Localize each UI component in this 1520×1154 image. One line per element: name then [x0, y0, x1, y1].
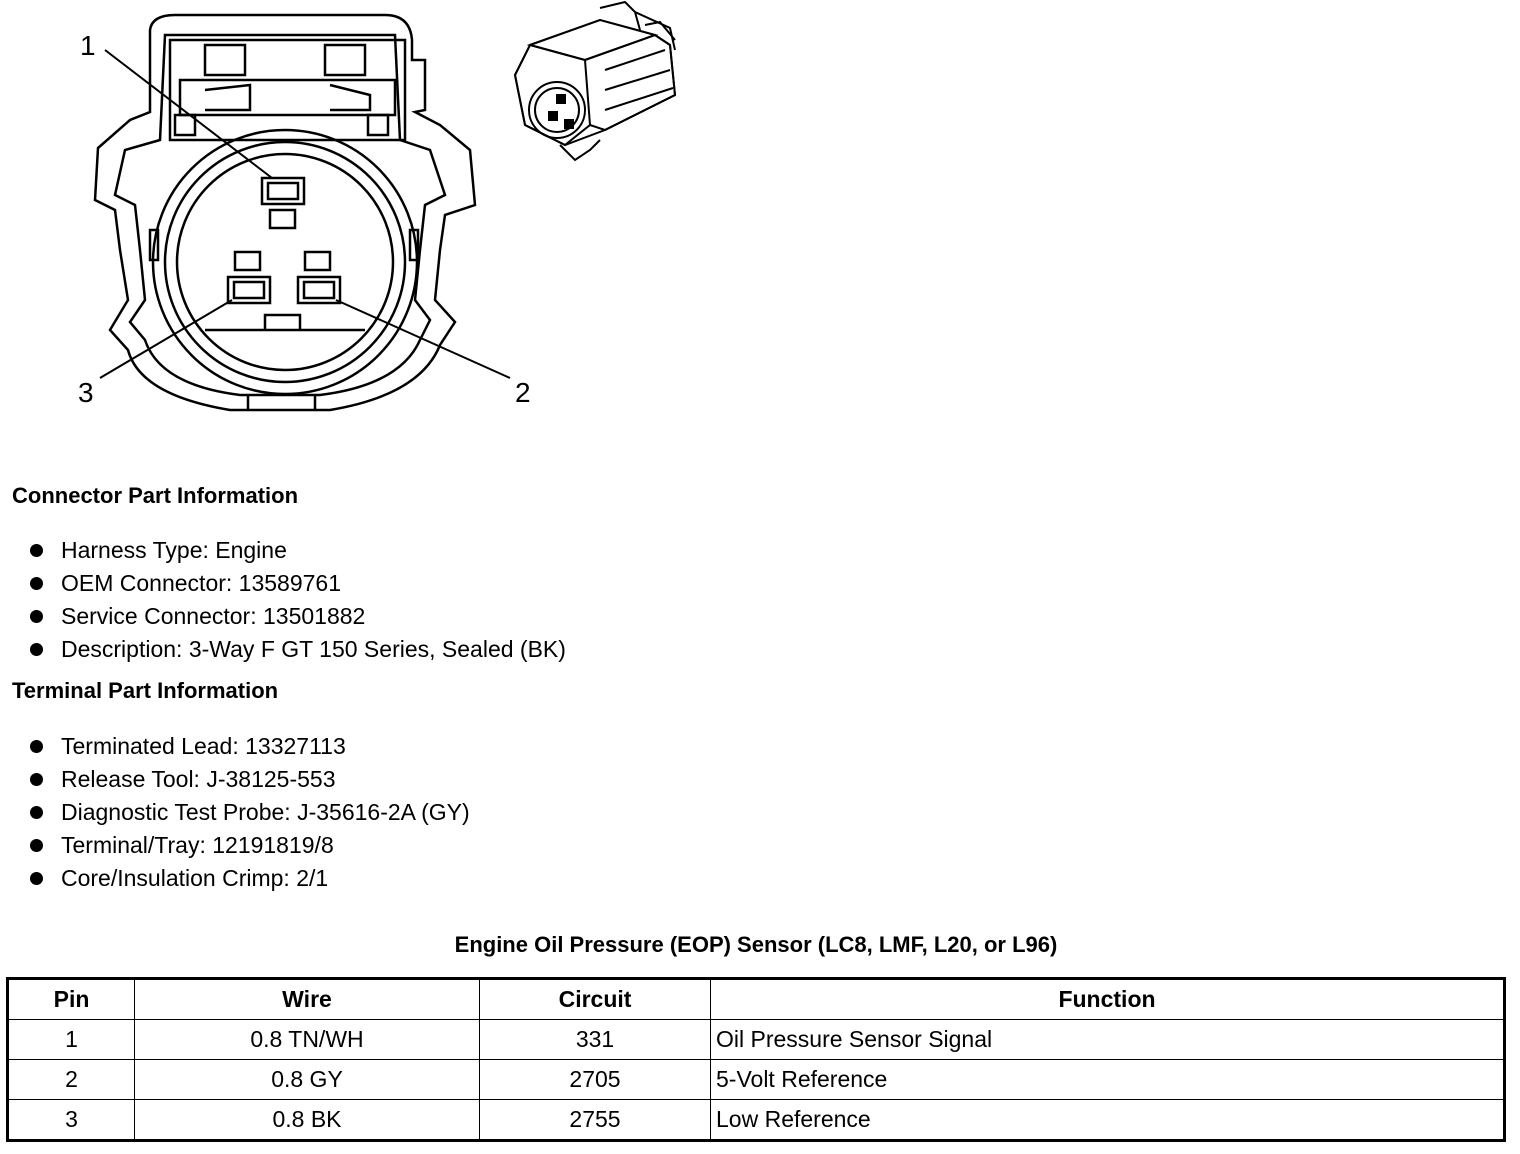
seal-ring-inner [163, 140, 407, 384]
bottom-tab [246, 395, 317, 410]
bullet-icon [30, 544, 43, 557]
latch-frame [168, 38, 407, 142]
iso-front [513, 43, 592, 147]
connector-info-list: Harness Type: Engine OEM Connector: 1358… [30, 534, 566, 666]
iso-lock-tab [559, 139, 601, 162]
side-clip-right [408, 228, 420, 262]
cell-circuit: 331 [479, 1019, 711, 1060]
list-item: Terminal/Tray: 12191819/8 [30, 829, 470, 862]
latch-tab-left [203, 43, 247, 77]
iso-face-inner [534, 87, 580, 133]
header-wire: Wire [134, 978, 480, 1020]
pin-table-title: Engine Oil Pressure (EOP) Sensor (LC8, L… [454, 932, 1058, 957]
list-item-text: Service Connector: 13501882 [61, 603, 366, 629]
list-item: Service Connector: 13501882 [30, 600, 566, 633]
seal-ring-outer [151, 128, 419, 396]
iso-pin-3 [564, 119, 574, 129]
callout-pin-2: 2 [515, 377, 531, 408]
cell-wire: 0.8 GY [134, 1059, 480, 1100]
cell-pin: 3 [7, 1099, 135, 1141]
bullet-icon [30, 773, 43, 786]
list-item: Description: 3-Way F GT 150 Series, Seal… [30, 633, 566, 666]
iso-ribs [604, 49, 674, 111]
latch-tab-right [323, 43, 367, 77]
list-item: Core/Insulation Crimp: 2/1 [30, 862, 470, 895]
bullet-icon [30, 806, 43, 819]
connector-inner-housing [113, 33, 447, 397]
cell-wire: 0.8 TN/WH [134, 1019, 480, 1060]
pin-1-lock [268, 208, 297, 230]
connector-outer-housing [93, 13, 477, 412]
side-clip-left [148, 228, 160, 262]
bullet-icon [30, 740, 43, 753]
list-item: Diagnostic Test Probe: J-35616-2A (GY) [30, 796, 470, 829]
cell-pin: 2 [7, 1059, 135, 1100]
table-header-row: Pin Wire Circuit Function [7, 978, 1505, 1020]
list-item: Terminated Lead: 13327113 [30, 730, 470, 763]
list-item-text: Diagnostic Test Probe: J-35616-2A (GY) [61, 799, 470, 825]
cell-wire: 0.8 BK [134, 1099, 480, 1141]
iso-face-ring [528, 81, 586, 139]
list-item-text: Terminated Lead: 13327113 [61, 733, 346, 759]
latch-ramp [178, 78, 397, 117]
bullet-icon [30, 839, 43, 852]
pin-3-cavity-inner [232, 280, 266, 300]
list-item-text: Terminal/Tray: 12191819/8 [61, 832, 334, 858]
iso-side [584, 33, 677, 132]
cavity-face [175, 152, 395, 372]
pin-2-cavity [296, 275, 342, 305]
table-row: 1 0.8 TN/WH 331 Oil Pressure Sensor Sign… [7, 1019, 1505, 1060]
cell-function: Low Reference [710, 1099, 1505, 1141]
connector-face-diagram: 1 3 2 [78, 13, 531, 412]
connector-info-title: Connector Part Information [12, 483, 299, 508]
terminal-info-title: Terminal Part Information [12, 678, 279, 703]
bullet-icon [30, 577, 43, 590]
cell-function: 5-Volt Reference [710, 1059, 1505, 1100]
latch-post-left [173, 113, 197, 137]
cell-circuit: 2705 [479, 1059, 711, 1100]
list-item-text: Harness Type: Engine [61, 537, 287, 563]
pin-1-cavity-inner [266, 181, 300, 201]
cell-function: Oil Pressure Sensor Signal [710, 1019, 1505, 1060]
polarity-key [205, 313, 365, 332]
list-item-text: Description: 3-Way F GT 150 Series, Seal… [61, 636, 566, 662]
leader-line-2 [335, 299, 511, 379]
bullet-icon [30, 610, 43, 623]
bullet-icon [30, 643, 43, 656]
list-item-text: OEM Connector: 13589761 [61, 570, 342, 596]
list-item-text: Release Tool: J-38125-553 [61, 766, 336, 792]
callout-pin-3: 3 [78, 377, 94, 408]
pin-2-cavity-inner [302, 280, 336, 300]
leader-line-3 [99, 299, 233, 379]
pin-1-cavity [260, 176, 306, 206]
cell-pin: 1 [7, 1019, 135, 1060]
leader-line-1 [104, 49, 273, 179]
list-item: Harness Type: Engine [30, 534, 566, 567]
bullet-icon [30, 872, 43, 885]
callout-pin-1: 1 [80, 30, 96, 61]
list-item-text: Core/Insulation Crimp: 2/1 [61, 865, 329, 891]
iso-top [526, 18, 659, 62]
connector-isometric-view [513, 0, 677, 162]
iso-pin-1 [556, 94, 566, 104]
table-row: 3 0.8 BK 2755 Low Reference [7, 1099, 1505, 1141]
pin-3-cavity [226, 275, 272, 305]
list-item: OEM Connector: 13589761 [30, 567, 566, 600]
pin-3-lock [233, 250, 262, 272]
header-function: Function [710, 978, 1505, 1020]
iso-pin-2 [548, 111, 558, 121]
header-pin: Pin [7, 978, 135, 1020]
latch-post-right [366, 113, 390, 137]
terminal-info-list: Terminated Lead: 13327113 Release Tool: … [30, 730, 470, 895]
list-item: Release Tool: J-38125-553 [30, 763, 470, 796]
pin-table: Pin Wire Circuit Function 1 0.8 TN/WH 33… [6, 977, 1506, 1142]
latch-ramp-detail [204, 83, 372, 112]
header-circuit: Circuit [479, 978, 711, 1020]
iso-latch [599, 0, 676, 51]
table-row: 2 0.8 GY 2705 5-Volt Reference [7, 1059, 1505, 1100]
cell-circuit: 2755 [479, 1099, 711, 1141]
pin-2-lock [303, 250, 332, 272]
